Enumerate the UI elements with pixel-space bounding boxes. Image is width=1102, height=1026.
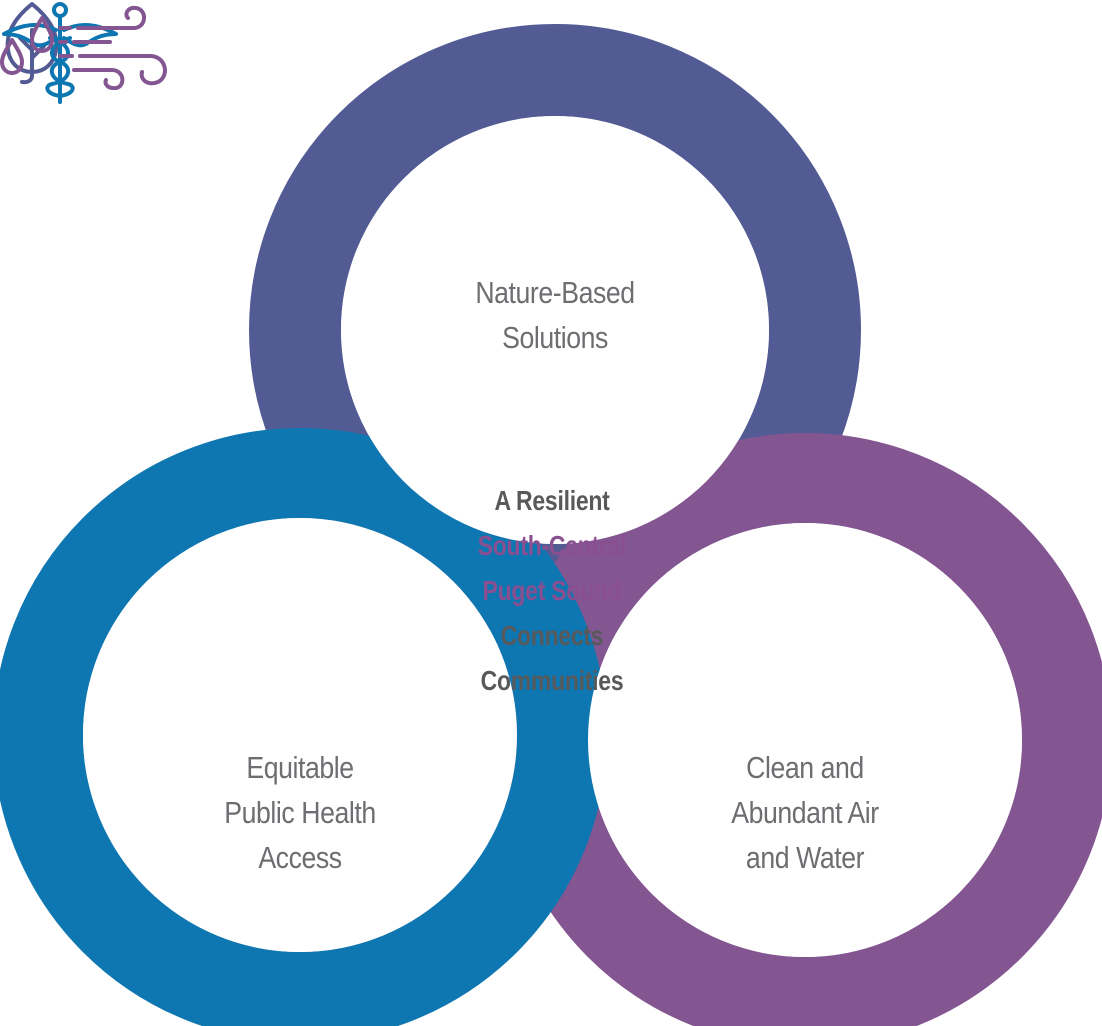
label-line: Clean and [746,750,864,785]
center-blob [83,116,1022,957]
center-line: Communities [480,665,624,696]
center-line: Puget Sound [482,575,622,606]
label-line: Access [258,840,342,875]
label-line: Public Health [224,795,376,830]
label-line: Solutions [502,320,608,355]
center-line: A Resilient [494,485,610,516]
label-line: Abundant Air [731,795,879,830]
center-line: South-Central [477,530,627,561]
air-water-label: Clean and Abundant Air and Water [676,745,934,880]
public-health-label: Equitable Public Health Access [171,745,429,880]
label-line: and Water [745,840,865,875]
center-statement: A Resilient South-Central Puget Sound Co… [429,478,675,703]
label-line: Nature-Based [475,275,635,310]
health-ring [0,428,607,1026]
caduceus-icon [2,2,118,104]
nature-based-solutions-label: Nature-Based Solutions [426,270,684,360]
center-line: Connects [500,620,604,651]
label-line: Equitable [246,750,354,785]
air-water-icon [0,5,167,90]
